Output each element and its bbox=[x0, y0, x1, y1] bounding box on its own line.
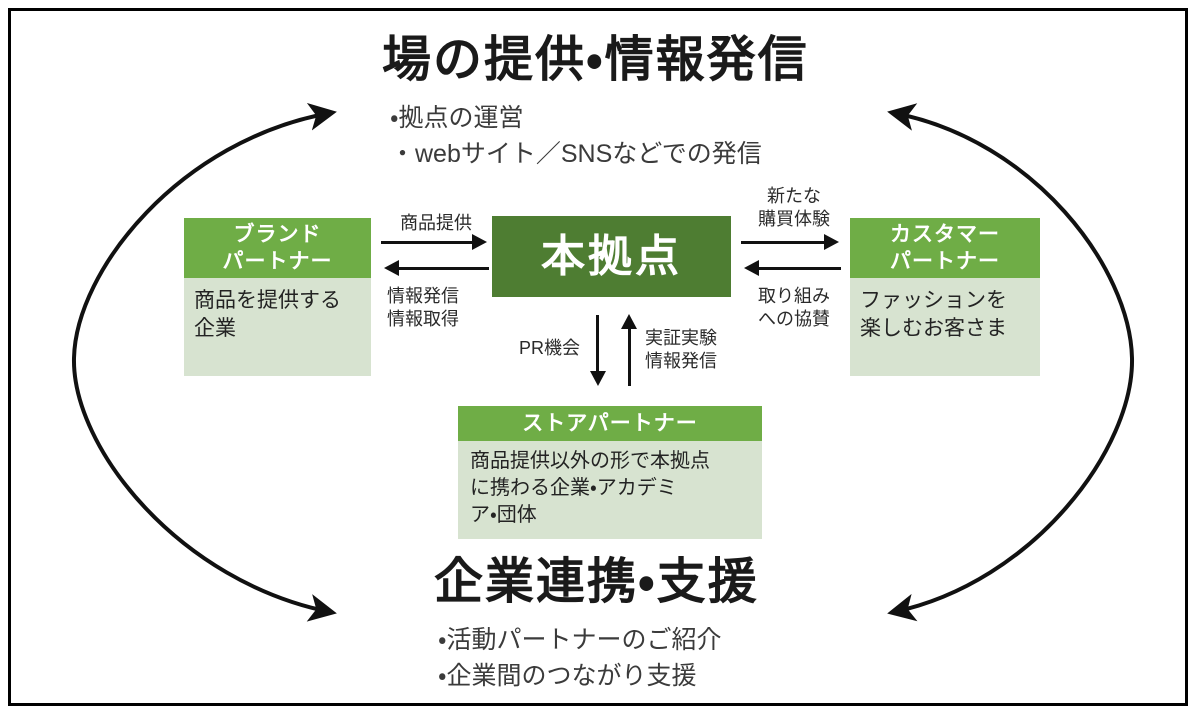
top-bullet-2: ・webサイト／SNSなどでの発信 bbox=[390, 140, 762, 169]
arrow-hub-to-customer-line bbox=[741, 241, 825, 244]
top-bullet-1: ・拠点の運営 bbox=[390, 104, 524, 132]
bottom-section-title: 企業連携・支援 bbox=[434, 555, 759, 609]
store-partner-box[interactable]: ストアパートナー 商品提供以外の形で本拠点 に携わる企業・アカデミ ア・団体 bbox=[458, 406, 762, 539]
hub-box[interactable]: 本拠点 bbox=[492, 216, 731, 297]
connector-label-hub-to-store: PR機会 bbox=[518, 338, 580, 358]
top-section-bullets: ・拠点の運営 ・webサイト／SNSなどでの発信 bbox=[390, 100, 762, 173]
connector-label-store-to-hub: 実証実験 情報発信 bbox=[645, 328, 717, 371]
connector-label-customer-to-hub: 取り組み への協賛 bbox=[758, 286, 830, 329]
customer-partner-header-line2: パートナー bbox=[890, 250, 1000, 273]
store-partner-header-line1: ストアパートナー bbox=[522, 411, 698, 435]
arrow-brand-to-hub-head bbox=[472, 234, 487, 250]
brand-partner-header-line1: ブランド bbox=[233, 222, 322, 246]
brand-partner-header: ブランド パートナー bbox=[184, 218, 371, 278]
customer-partner-body: ファッションを 楽しむお客さま bbox=[850, 278, 1040, 376]
connector-label-hub-to-brand: 情報発信 情報取得 bbox=[387, 286, 459, 329]
left-cycle-arc bbox=[71, 102, 337, 622]
arrow-brand-to-hub-line bbox=[381, 241, 473, 244]
arrow-store-to-hub-head bbox=[621, 314, 637, 329]
bottom-bullet-2: ・企業間のつながり支援 bbox=[438, 662, 697, 691]
arrow-hub-to-store-line bbox=[596, 315, 599, 373]
arrow-customer-to-hub-head bbox=[744, 260, 759, 276]
arrow-hub-to-brand-head bbox=[384, 260, 399, 276]
arrow-hub-to-store-head bbox=[590, 371, 606, 386]
hub-label: 本拠点 bbox=[541, 231, 682, 281]
arrow-store-to-hub-line bbox=[628, 328, 631, 386]
connector-label-brand-to-hub: 商品提供 bbox=[400, 213, 472, 233]
store-partner-body: 商品提供以外の形で本拠点 に携わる企業・アカデミ ア・団体 bbox=[458, 441, 762, 539]
connector-label-hub-to-customer: 新たな 購買体験 bbox=[758, 186, 830, 229]
bottom-section-bullets: ・活動パートナーのご紹介 ・企業間のつながり支援 bbox=[438, 622, 722, 695]
brand-partner-body: 商品を提供する 企業 bbox=[184, 278, 371, 376]
customer-partner-header: カスタマー パートナー bbox=[850, 218, 1040, 278]
brand-partner-box[interactable]: ブランド パートナー 商品を提供する 企業 bbox=[184, 218, 371, 376]
store-partner-header: ストアパートナー bbox=[458, 406, 762, 441]
brand-partner-header-line2: パートナー bbox=[222, 250, 333, 273]
arrow-customer-to-hub-line bbox=[759, 267, 841, 270]
right-cycle-arc bbox=[887, 103, 1135, 622]
bottom-bullet-1: ・活動パートナーのご紹介 bbox=[438, 626, 722, 654]
customer-partner-header-line1: カスタマー bbox=[890, 222, 1000, 246]
arrow-hub-to-customer-head bbox=[824, 234, 839, 250]
top-section-title: 場の提供・情報発信 bbox=[382, 33, 809, 87]
arrow-hub-to-brand-line bbox=[399, 267, 489, 270]
customer-partner-box[interactable]: カスタマー パートナー ファッションを 楽しむお客さま bbox=[850, 218, 1040, 376]
